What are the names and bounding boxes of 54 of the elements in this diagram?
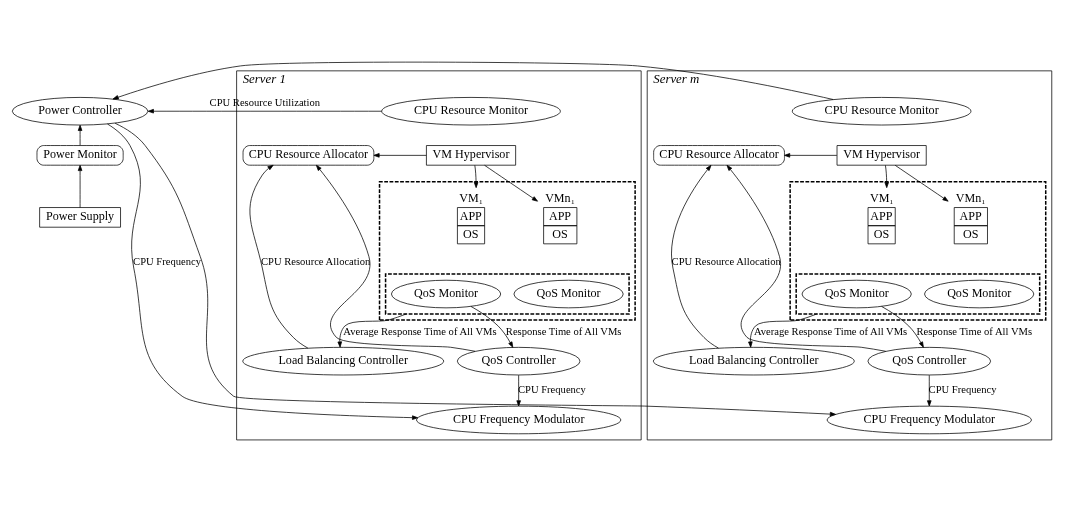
node-label: VM₁: [869, 191, 894, 206]
arrow: [373, 153, 427, 158]
node-box: VM Hypervisor: [426, 145, 516, 166]
arrow: [784, 153, 838, 158]
cluster: [384, 273, 630, 315]
node-ellipse: Load Balancing Controller: [242, 346, 445, 376]
node-ellipse: QoS Controller: [456, 346, 581, 376]
arrow: [77, 124, 83, 146]
edge-label: CPU Frequency: [928, 384, 997, 396]
edge-label: CPU Resource Allocation: [260, 256, 371, 268]
cluster: [795, 273, 1041, 315]
edge-label: Response Time of All VMs: [916, 325, 1033, 337]
node-ellipse: QoS Monitor: [801, 279, 912, 309]
edge-label: CPU Frequency: [518, 384, 586, 396]
node-box: CPU Resource Allocator: [242, 145, 375, 166]
arrow: [671, 164, 719, 349]
node-ellipse: QoS Controller: [867, 346, 991, 376]
node-ellipse: CPU Resource Monitor: [791, 97, 972, 126]
arrow: [114, 122, 836, 417]
edge-label: Average Response Time of All VMs: [343, 325, 497, 337]
arrow: [884, 164, 889, 189]
arrow: [894, 164, 949, 202]
edge-label: Response Time of All VMs: [505, 325, 622, 337]
arrow: [249, 164, 309, 349]
arrow: [927, 374, 932, 407]
arrow: [147, 109, 383, 114]
node-ellipse: QoS Monitor: [513, 279, 624, 309]
node-ellipse: QoS Monitor: [391, 279, 502, 309]
arrow: [77, 164, 83, 208]
node-box: Power Monitor: [36, 145, 124, 166]
node-ellipse: CPU Resource Monitor: [381, 97, 561, 126]
node-box: Power Supply: [39, 207, 121, 228]
node-ellipse: CPU Frequency Modulator: [416, 405, 622, 435]
node-box: CPU Resource Allocator: [653, 145, 785, 166]
node-label: VMn₁: [955, 191, 986, 206]
node-label: VMn₁: [545, 191, 575, 206]
arrow: [112, 61, 834, 100]
arrow: [316, 164, 476, 352]
arrow: [107, 123, 419, 420]
arrow: [748, 313, 818, 348]
edge-label: CPU Frequency: [133, 256, 201, 268]
edge-label: CPU Resource Allocation: [671, 256, 781, 268]
node-box: VM Hypervisor: [836, 145, 927, 166]
edge-label: Average Response Time of All VMs: [753, 325, 908, 337]
arrow: [473, 164, 479, 189]
arrow: [337, 313, 407, 348]
node-ellipse: QoS Monitor: [924, 279, 1035, 309]
node-label: VM₁: [459, 191, 483, 206]
arrow: [881, 306, 924, 348]
arrow: [726, 164, 887, 352]
node-ellipse: Load Balancing Controller: [653, 346, 855, 376]
arrow: [484, 164, 538, 202]
arrow: [470, 306, 514, 348]
arrow: [516, 374, 521, 407]
